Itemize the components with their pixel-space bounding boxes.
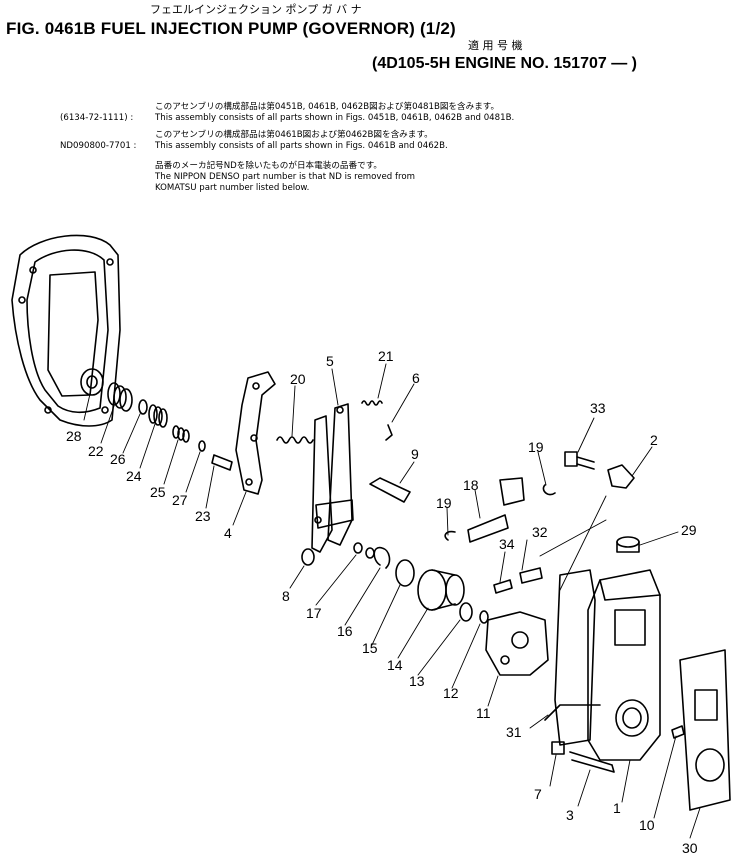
washer-17-drawing: [353, 542, 363, 554]
gasket-30-drawing: [679, 649, 731, 811]
collar-8-drawing: [301, 548, 315, 566]
note-code-2: ND090800-7701 :: [60, 141, 137, 151]
shaft-18-drawing: [467, 477, 525, 543]
bolt-33-drawing: [564, 451, 595, 470]
callout-32: 32: [532, 524, 548, 540]
spring-20-drawing: [276, 436, 314, 444]
nut-28-drawing: [80, 368, 104, 396]
callout-5: 5: [326, 353, 334, 369]
note-line-6: The NIPPON DENSO part number is that ND …: [155, 172, 415, 182]
callout-7: 7: [534, 786, 542, 802]
washer-27-drawing: [198, 440, 206, 452]
callout-34: 34: [499, 536, 515, 552]
callout-19-left: 19: [436, 495, 452, 511]
clip-6-drawing: [385, 424, 393, 441]
spring-22-drawing: [107, 382, 133, 412]
lever-4-drawing: [235, 371, 276, 495]
callout-21: 21: [378, 348, 394, 364]
callout-4: 4: [224, 525, 232, 541]
callout-19-right: 19: [528, 439, 544, 455]
callout-24: 24: [126, 468, 142, 484]
callout-15: 15: [362, 640, 378, 656]
callout-6: 6: [412, 370, 420, 386]
kana-title: フェエルインジェクション ポンプ ガ バ ナ: [150, 3, 362, 16]
callout-30: 30: [682, 840, 698, 855]
snap-ring-16-drawing: [373, 546, 391, 569]
callout-26: 26: [110, 451, 126, 467]
callout-22: 22: [88, 443, 104, 459]
note-line-4: This assembly consists of all parts show…: [155, 141, 448, 151]
note-line-5: 品番のメーカ記号NDを除いたものが日本電装の品番です。: [155, 161, 383, 171]
pin-23-drawing: [211, 454, 233, 471]
note-line-7: KOMATSU part number listed below.: [155, 183, 310, 193]
callout-3: 3: [566, 807, 574, 823]
ring-15-drawing: [395, 559, 415, 587]
spring-21-drawing: [361, 400, 383, 406]
key-10-drawing: [671, 725, 685, 739]
callout-10: 10: [639, 817, 655, 833]
gasket-31-drawing: [544, 704, 601, 721]
sleeve-14-drawing: [417, 569, 465, 611]
spring-24-drawing: [148, 404, 168, 428]
callout-17: 17: [306, 605, 322, 621]
callout-8: 8: [282, 588, 290, 604]
lever-5-drawing: [311, 403, 354, 553]
cap-29-drawing: [616, 536, 640, 553]
washer-13-drawing: [459, 602, 473, 622]
applicable-label-jp: 適 用 号 機: [468, 39, 523, 52]
bolt-34-drawing: [493, 579, 513, 594]
callout-12: 12: [443, 685, 459, 701]
figure-title: FIG. 0461B FUEL INJECTION PUMP (GOVERNOR…: [6, 19, 456, 38]
callout-31: 31: [506, 724, 522, 740]
callout-2: 2: [650, 432, 658, 448]
washer-26-drawing: [138, 399, 148, 415]
callout-14: 14: [387, 657, 403, 673]
bracket-2-drawing: [607, 464, 635, 489]
link-9-drawing: [369, 477, 411, 503]
callout-20: 20: [290, 371, 306, 387]
callout-11: 11: [476, 705, 491, 721]
housing-1-drawing: [554, 569, 661, 761]
callout-labels: 1 2 3 4 5 6 7 8 9 10 11 12 13 14 15 16 1…: [66, 348, 698, 855]
note-line-1: このアセンブリの構成部品は第0451B, 0461B, 0462B図および第04…: [155, 102, 500, 112]
callout-1: 1: [613, 800, 621, 816]
callout-33: 33: [590, 400, 606, 416]
flyweight-11-drawing: [485, 611, 549, 676]
callout-23: 23: [195, 508, 211, 524]
note-line-3: このアセンブリの構成部品は第0461B図および第0462B図を含みます。: [155, 130, 433, 140]
callout-16: 16: [337, 623, 353, 639]
note-code-1: (6134-72-1111) :: [60, 113, 134, 123]
bolt-3-drawing: [569, 751, 615, 773]
callout-25: 25: [150, 484, 166, 500]
callout-29: 29: [681, 522, 697, 538]
note-line-2: This assembly consists of all parts show…: [155, 113, 515, 123]
engine-serial: (4D105-5H ENGINE NO. 151707 — ): [372, 55, 637, 72]
spring-25-drawing: [172, 425, 190, 443]
callout-28: 28: [66, 428, 82, 444]
clip-19a-drawing: [444, 530, 456, 541]
bolt-32-drawing: [519, 567, 543, 584]
callout-13: 13: [409, 673, 425, 689]
callout-27: 27: [172, 492, 188, 508]
nut-7-drawing: [551, 741, 565, 755]
clip-19b-drawing: [542, 484, 556, 496]
washer-12-drawing: [479, 610, 489, 624]
leader-lines: [83, 363, 701, 839]
callout-18: 18: [463, 477, 479, 493]
callout-9: 9: [411, 446, 419, 462]
governor-cover-drawing: [11, 234, 121, 427]
